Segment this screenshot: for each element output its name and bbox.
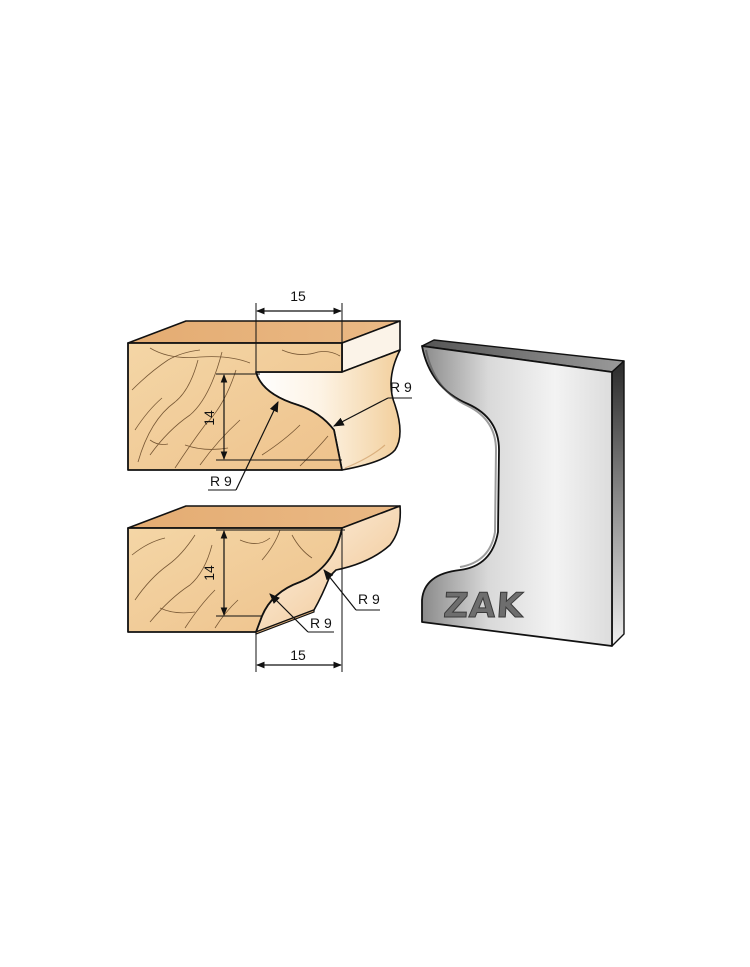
bottom-radius-left-label: R 9 <box>310 615 332 631</box>
bottom-radius-right-callout: R 9 <box>323 569 380 611</box>
knife-side-face <box>611 360 625 647</box>
bottom-width-label: 15 <box>290 647 306 663</box>
top-width-dimension: 15 <box>255 288 343 372</box>
top-wood-grain <box>131 347 341 469</box>
top-height-label: 14 <box>201 410 217 426</box>
top-radius-left-label: R 9 <box>210 473 232 489</box>
top-radius-left-callout: R 9 <box>208 401 279 491</box>
bottom-height-label: 14 <box>201 565 217 581</box>
bottom-wood-piece <box>127 505 402 635</box>
top-width-label: 15 <box>290 288 306 304</box>
cutter-knife: ZAK <box>421 339 625 647</box>
top-radius-right-label: R 9 <box>390 379 412 395</box>
bottom-width-dimension: 15 <box>255 528 343 672</box>
bottom-wood-front-face <box>127 527 343 633</box>
bottom-height-dimension: 14 <box>201 529 345 617</box>
bottom-radius-left-callout: R 9 <box>269 593 334 633</box>
bottom-radius-right-label: R 9 <box>358 591 380 607</box>
top-wood-piece <box>127 320 401 471</box>
top-height-dimension: 14 <box>201 373 342 461</box>
brand-logo: ZAK <box>442 586 526 626</box>
top-radius-right-callout: R 9 <box>333 379 412 427</box>
